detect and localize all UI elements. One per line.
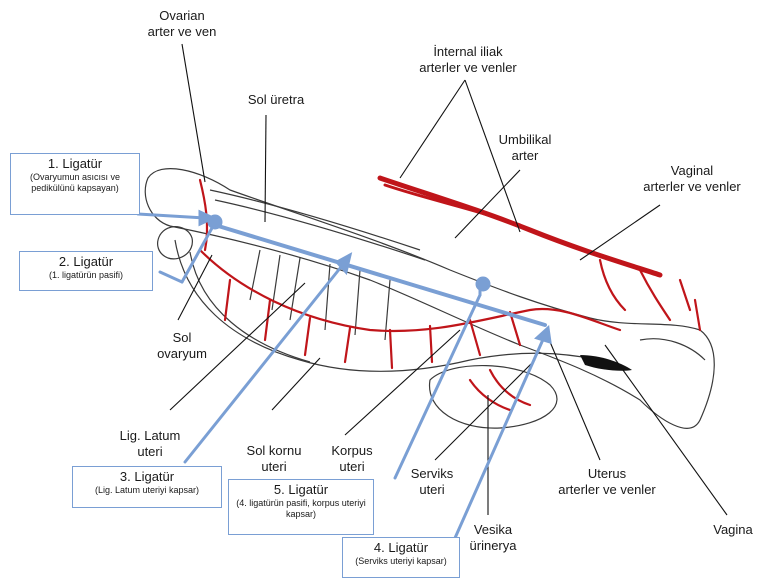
ligature-box-5: 5. Ligatür (4. ligatürün pasifi, korpus …: [228, 479, 374, 535]
label-sol-uretra: Sol üretra: [238, 92, 314, 108]
blood-vessels: [200, 178, 700, 410]
ligature-box-3: 3. Ligatür (Lig. Latum uteriyi kapsar): [72, 466, 222, 508]
ligature-box-1: 1. Ligatür (Ovaryumun asıcısı ve pedikül…: [10, 153, 140, 215]
ligature-box-2: 2. Ligatür (1. ligatürün pasifi): [19, 251, 153, 291]
uterus-outline: [145, 169, 714, 429]
vagina-dark-region: [580, 355, 632, 371]
label-vagina: Vagina: [702, 522, 764, 538]
ligature-box-4: 4. Ligatür (Serviks uteriyi kapsar): [342, 537, 460, 578]
